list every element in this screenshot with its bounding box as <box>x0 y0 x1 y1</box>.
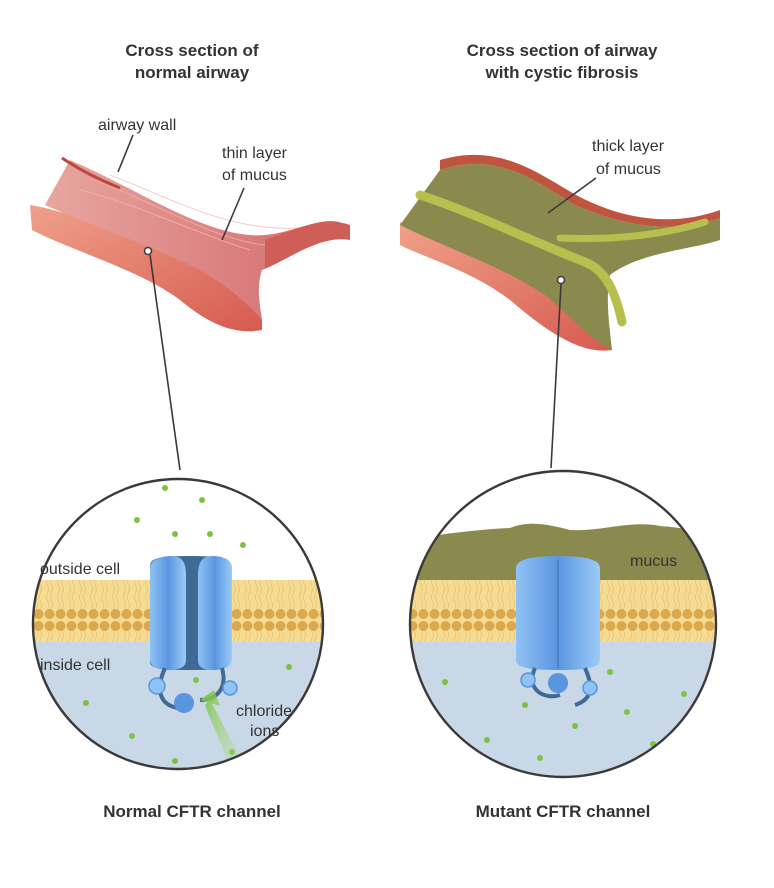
mutant-cftr-zoom <box>410 471 716 777</box>
right-title-line1: Cross section of airway <box>467 41 658 60</box>
pointer-right-zoom <box>550 283 562 469</box>
left-title-line1: Cross section of <box>125 41 259 60</box>
left-title-line2: normal airway <box>135 63 250 82</box>
pointer-thick-mucus <box>547 177 597 214</box>
label-thin-mucus-line1: thin layer <box>222 145 288 162</box>
label-thin-mucus-line2: of mucus <box>222 167 287 184</box>
label-thick-mucus-line2: of mucus <box>596 161 661 178</box>
right-caption: Mutant CFTR channel <box>476 802 651 821</box>
label-chloride-line2: ions <box>250 723 279 740</box>
label-airway-wall: airway wall <box>98 117 176 134</box>
label-outside-cell: outside cell <box>40 561 120 578</box>
label-thick-mucus-line1: thick layer <box>592 138 665 155</box>
pointer-thin-mucus <box>221 187 245 241</box>
left-caption: Normal CFTR channel <box>103 802 281 821</box>
normal-airway-illustration <box>30 156 350 332</box>
pointer-left-zoom <box>149 254 181 471</box>
normal-cftr-zoom <box>33 479 323 769</box>
label-mucus-zoom: mucus <box>630 553 677 570</box>
label-inside-cell: inside cell <box>40 657 110 674</box>
right-title-line2: with cystic fibrosis <box>484 63 638 82</box>
pointer-airway-wall <box>117 134 134 173</box>
left-zoom-frame <box>31 477 325 771</box>
cf-airway-illustration <box>400 154 720 351</box>
label-chloride-line1: chloride <box>236 703 292 720</box>
right-zoom-frame <box>408 469 718 779</box>
